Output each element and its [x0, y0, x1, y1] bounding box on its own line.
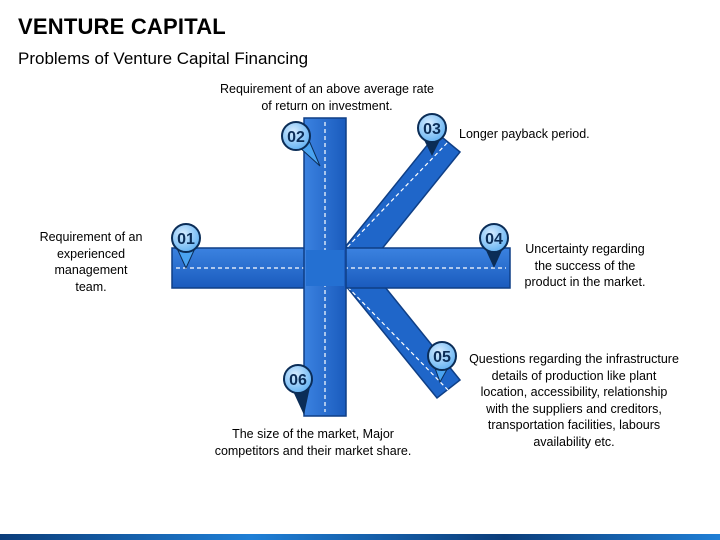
pin-06-number: 06: [289, 372, 307, 389]
pin-02: 02: [281, 121, 321, 167]
label-06: The size of the market, Major competitor…: [214, 427, 412, 458]
label-04: Uncertainty regarding the success of the…: [524, 242, 646, 289]
pin-05: 05: [427, 341, 457, 384]
pin-01: 01: [171, 223, 201, 270]
pin-06: 06: [283, 364, 313, 415]
label-05: Questions regarding the infrastructure d…: [469, 352, 679, 449]
pin-04: 04: [479, 223, 509, 268]
page-title: VENTURE CAPITAL: [18, 14, 226, 39]
footer-bar: [0, 534, 720, 540]
pin-05-number: 05: [433, 349, 451, 366]
label-02: Requirement of an above average rate of …: [219, 82, 435, 113]
road-junction: [306, 250, 344, 286]
pin-03: 03: [417, 113, 447, 156]
pin-01-number: 01: [177, 231, 195, 248]
road-03: [332, 131, 462, 268]
pin-03-number: 03: [423, 121, 441, 138]
label-01: Requirement of an experienced management…: [39, 230, 143, 294]
pin-04-number: 04: [485, 231, 503, 248]
pin-02-number: 02: [287, 129, 305, 146]
page-subtitle: Problems of Venture Capital Financing: [18, 49, 309, 68]
label-03: Longer payback period.: [459, 127, 590, 141]
